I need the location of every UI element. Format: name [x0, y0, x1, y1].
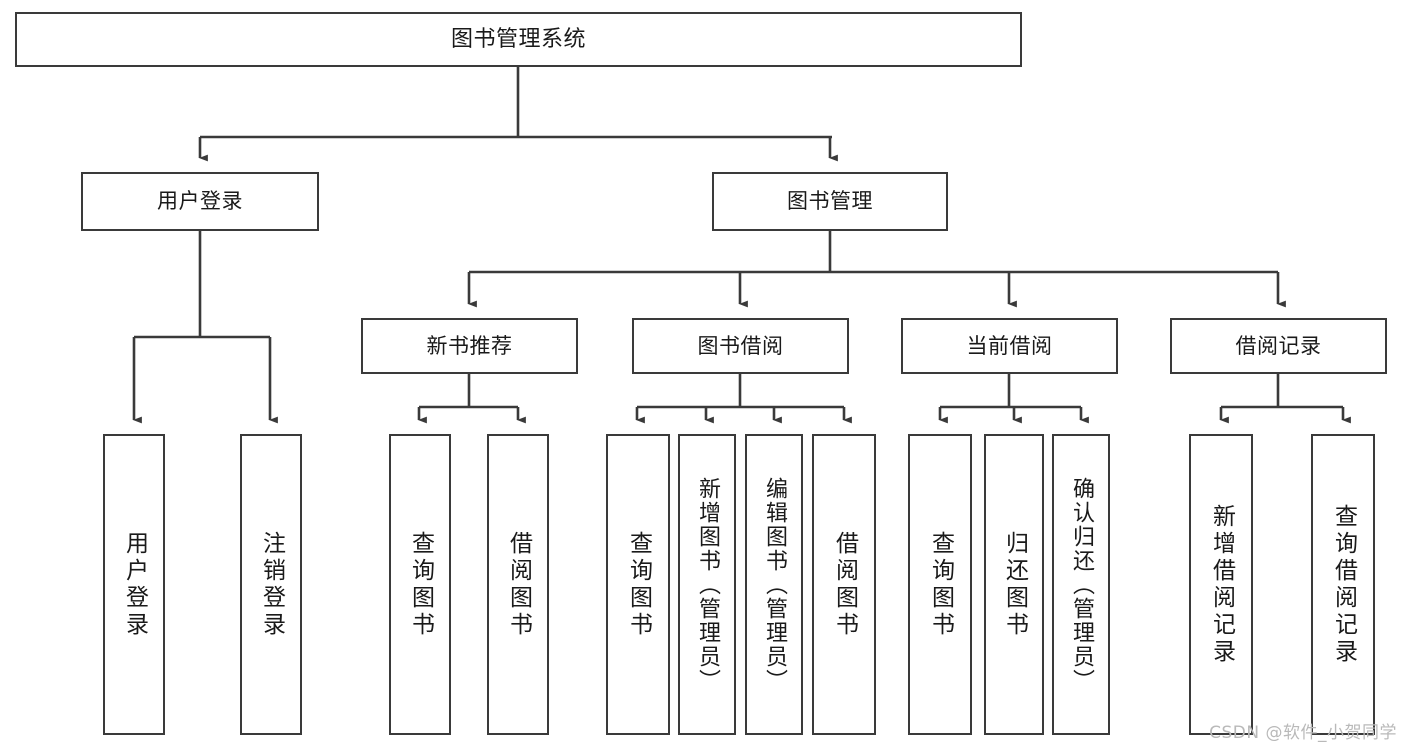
watermark: CSDN @软件_小贺同学: [1209, 723, 1397, 743]
node-root[interactable]: 图书管理系统: [15, 12, 1022, 67]
node-new-book-rec-label: 新书推荐: [426, 333, 513, 358]
node-leaf-cb-confirm-return[interactable]: 确认归还（管理员）: [1052, 434, 1110, 735]
node-leaf-br-add-record-label: 新增借阅记录: [1208, 503, 1235, 666]
node-leaf-rec-borrow-book-label: 借阅图书: [505, 530, 532, 639]
node-book-manage-label: 图书管理: [787, 189, 873, 214]
node-root-label: 图书管理系统: [450, 26, 586, 52]
node-current-borrow[interactable]: 当前借阅: [901, 318, 1118, 374]
node-new-book-rec[interactable]: 新书推荐: [361, 318, 578, 374]
node-current-borrow-label: 当前借阅: [966, 333, 1053, 358]
node-leaf-user-login-label: 用户登录: [121, 530, 148, 639]
node-leaf-user-login[interactable]: 用户登录: [103, 434, 165, 735]
node-book-borrow-label: 图书借阅: [697, 333, 784, 358]
node-user-login-label: 用户登录: [157, 189, 243, 214]
node-leaf-cb-confirm-return-label: 确认归还（管理员）: [1069, 476, 1094, 693]
node-leaf-rec-borrow-book[interactable]: 借阅图书: [487, 434, 549, 735]
node-leaf-cb-query-book-label: 查询图书: [927, 530, 954, 639]
node-leaf-bb-edit-book-label: 编辑图书（管理员）: [762, 476, 787, 693]
node-book-manage[interactable]: 图书管理: [712, 172, 948, 231]
node-leaf-bb-query-book[interactable]: 查询图书: [606, 434, 670, 735]
node-user-login[interactable]: 用户登录: [81, 172, 319, 231]
node-leaf-cb-query-book[interactable]: 查询图书: [908, 434, 972, 735]
node-book-borrow[interactable]: 图书借阅: [632, 318, 849, 374]
node-leaf-br-add-record[interactable]: 新增借阅记录: [1189, 434, 1253, 735]
node-leaf-bb-borrow-book[interactable]: 借阅图书: [812, 434, 876, 735]
node-leaf-user-logout[interactable]: 注销登录: [240, 434, 302, 735]
node-leaf-br-query-record[interactable]: 查询借阅记录: [1311, 434, 1375, 735]
node-leaf-bb-add-book[interactable]: 新增图书（管理员）: [678, 434, 736, 735]
node-leaf-cb-return-book[interactable]: 归还图书: [984, 434, 1044, 735]
node-leaf-br-query-record-label: 查询借阅记录: [1330, 503, 1357, 666]
node-leaf-bb-edit-book[interactable]: 编辑图书（管理员）: [745, 434, 803, 735]
node-leaf-bb-add-book-label: 新增图书（管理员）: [695, 476, 720, 693]
node-leaf-user-logout-label: 注销登录: [258, 530, 285, 639]
node-borrow-record-label: 借阅记录: [1235, 333, 1322, 358]
node-leaf-cb-return-book-label: 归还图书: [1001, 530, 1028, 639]
node-leaf-rec-query-book-label: 查询图书: [407, 530, 434, 639]
node-borrow-record[interactable]: 借阅记录: [1170, 318, 1387, 374]
node-leaf-bb-query-book-label: 查询图书: [625, 530, 652, 639]
node-leaf-bb-borrow-book-label: 借阅图书: [831, 530, 858, 639]
node-leaf-rec-query-book[interactable]: 查询图书: [389, 434, 451, 735]
